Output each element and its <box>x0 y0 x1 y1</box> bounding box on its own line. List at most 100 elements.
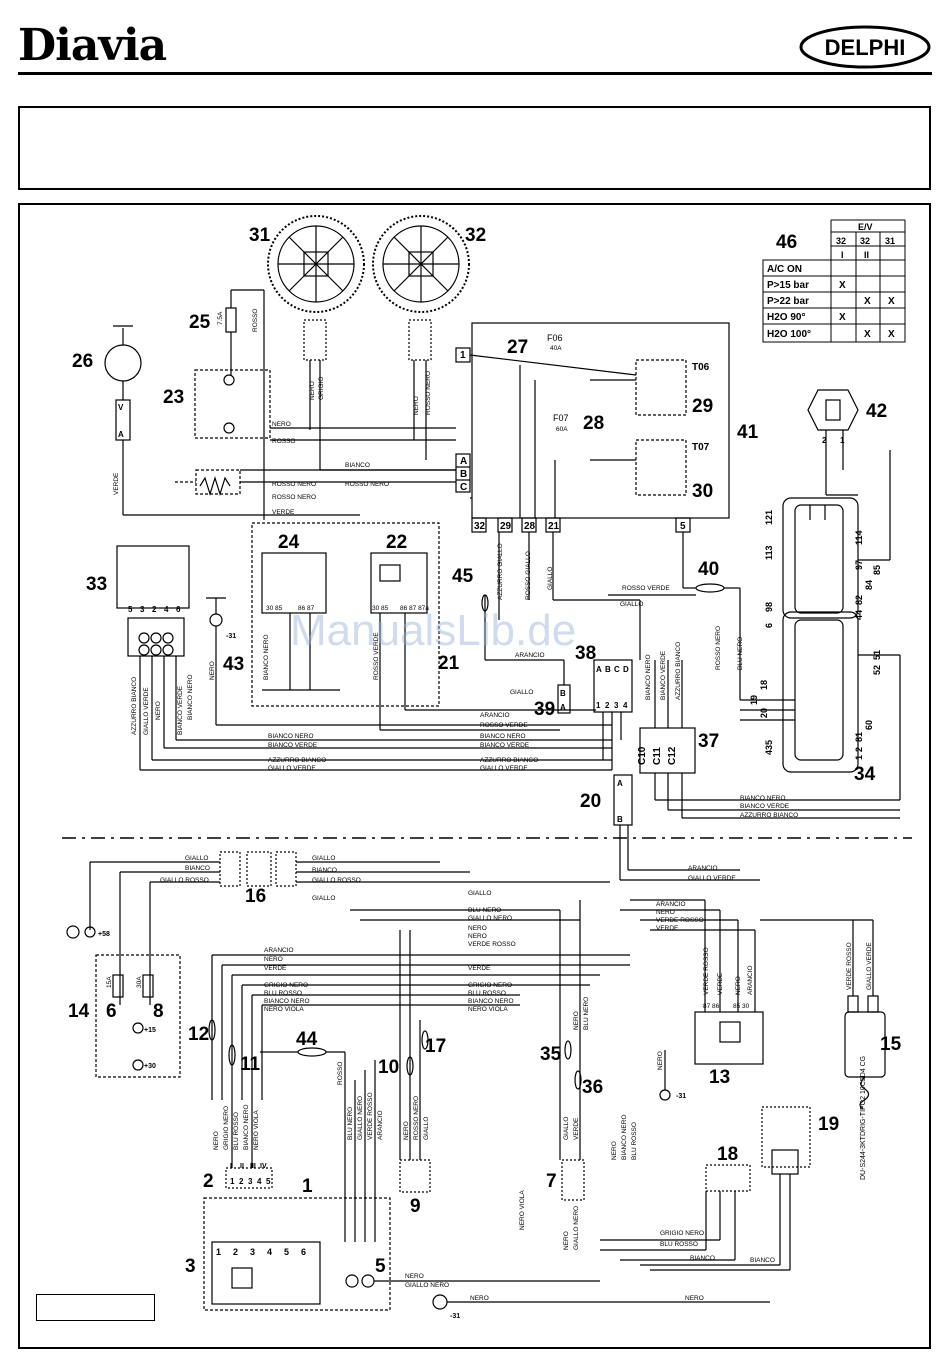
component-number: 44 <box>296 1029 318 1050</box>
terminal-label: 5 <box>284 1247 289 1257</box>
wire-label: NERO VIOLA <box>253 1110 260 1150</box>
wire-label: NERO <box>403 1121 410 1140</box>
component-number: 39 <box>534 699 555 720</box>
terminal-label: 3 <box>248 1177 253 1186</box>
terminal-label: 4 <box>257 1177 262 1186</box>
table-row-label: H2O 90° <box>767 312 805 323</box>
wire-label: BLU ROSSO <box>631 1122 638 1160</box>
terminal-label: C11 <box>652 747 663 765</box>
component-number: 26 <box>72 351 93 372</box>
wire-label: AZZURRO BIANCO <box>131 677 138 735</box>
terminal-label: 28 <box>524 521 536 532</box>
wire-label: BIANCO <box>312 867 337 874</box>
wire-label: NERO VIOLA <box>468 1006 508 1013</box>
wire-label: NERO <box>468 933 487 940</box>
relay-logic-table <box>762 219 906 343</box>
ecu-pin: 98 <box>764 602 774 612</box>
wire-label: GIALLO NERO <box>468 915 512 922</box>
wire-label: GIALLO <box>620 601 643 608</box>
component-number: 6 <box>106 1001 117 1022</box>
wire-label: ARANCIO <box>656 901 686 908</box>
terminal-label: B <box>605 665 611 674</box>
relay-22-pins: 86 87 87a <box>400 605 429 612</box>
terminal-label: II <box>240 1163 244 1170</box>
component-number: 37 <box>698 731 719 752</box>
wire-label: BLU NERO <box>347 1107 354 1140</box>
wire-label: NERO <box>155 701 162 720</box>
component-number: 7 <box>546 1171 557 1192</box>
relay-24-pins: 30 85 <box>266 605 283 612</box>
ground-label: -31 <box>450 1313 460 1320</box>
ecu-pin: 97 <box>854 560 864 570</box>
terminal-label: 2 <box>605 701 610 710</box>
ecu-pin: 18 <box>759 680 769 690</box>
relay-13-pins: 85 30 <box>733 1003 750 1010</box>
terminal-label: 6 <box>176 605 181 614</box>
component-number: 11 <box>240 1054 261 1075</box>
terminal-label: A <box>560 703 566 712</box>
wire-label: NERO <box>657 1051 664 1070</box>
component-number: 36 <box>582 1077 603 1098</box>
fuse-25-rating: 7.5A <box>217 311 224 325</box>
wire-label: NERO <box>470 1295 489 1302</box>
wire-label: AZZURRO GIALLO <box>497 543 504 600</box>
terminal-label: 1 <box>230 1177 235 1186</box>
terminal-label: V <box>118 403 124 412</box>
component-number: 21 <box>438 653 460 674</box>
wire-label: BIANCO NERO <box>187 674 194 720</box>
wire-label: BIANCO <box>750 1257 775 1264</box>
wire-label: VERDE <box>272 509 295 516</box>
component-number: 19 <box>818 1114 839 1135</box>
table-row-label: P>22 bar <box>767 296 809 307</box>
wire-label: BIANCO VERDE <box>177 685 184 735</box>
wire-label: GIALLO <box>547 567 554 590</box>
wire-label: VERDE <box>468 965 491 972</box>
component-number: 46 <box>776 232 797 253</box>
terminal-label: 32 <box>474 521 486 532</box>
wire-label: GIALLO <box>312 895 335 902</box>
revision-box <box>36 1294 155 1321</box>
terminal-label: C <box>460 482 467 493</box>
wire-label: ARANCIO <box>264 947 294 954</box>
terminal-label: 5 <box>128 605 133 614</box>
component-number: 31 <box>249 225 271 246</box>
table-row-label: P>15 bar <box>767 280 809 291</box>
ecu-pin: 114 <box>854 530 864 545</box>
table-mark: X <box>839 312 846 323</box>
terminal-label: 4 <box>164 605 169 614</box>
terminal-label: 4 <box>623 701 628 710</box>
component-number: 29 <box>692 396 713 417</box>
table-mark: X <box>864 329 871 340</box>
wire-label: ARANCIO <box>747 965 754 995</box>
component-number: 27 <box>507 337 528 358</box>
terminal-label: A <box>596 665 602 674</box>
wire-label: VERDE ROSSO <box>468 941 516 948</box>
wire-label: VERDE ROSSO <box>846 942 853 990</box>
wire-label: GRIGIO NERO <box>660 1230 704 1237</box>
table-column: 31 <box>885 236 895 246</box>
wire-label: ARANCIO <box>515 652 545 659</box>
component-number: 3 <box>185 1256 196 1277</box>
terminal-label: A <box>460 456 467 467</box>
wire-label: NERO <box>272 421 291 428</box>
terminal-label: 5 <box>266 1177 271 1186</box>
fuse-f06-rating: 40A <box>550 345 562 352</box>
wire-label: BIANCO <box>690 1255 715 1262</box>
fuse-f07-name: F07 <box>553 413 569 423</box>
terminal-label: C10 <box>637 746 648 765</box>
component-number: 22 <box>386 532 407 553</box>
ecu-pin: 5 <box>764 740 774 745</box>
wire-label: BLU ROSSO <box>468 990 506 997</box>
watermark: ManualsLib.de <box>290 606 577 655</box>
wire-label: VERDE <box>264 965 287 972</box>
component-number: 15 <box>880 1034 902 1055</box>
terminal-label: 1 <box>460 350 466 361</box>
terminal-label: D <box>623 665 629 674</box>
wire-label: ARANCIO <box>377 1110 384 1140</box>
wire-label: VERDE ROSSO <box>703 947 710 995</box>
ecu-pin: 51 <box>872 650 882 660</box>
wire-label: NERO <box>685 1295 704 1302</box>
fuse-14a-rating: 15A <box>106 976 113 988</box>
wire-label: ROSSO NERO <box>272 481 316 488</box>
ecu-pin: 2 <box>854 747 864 752</box>
